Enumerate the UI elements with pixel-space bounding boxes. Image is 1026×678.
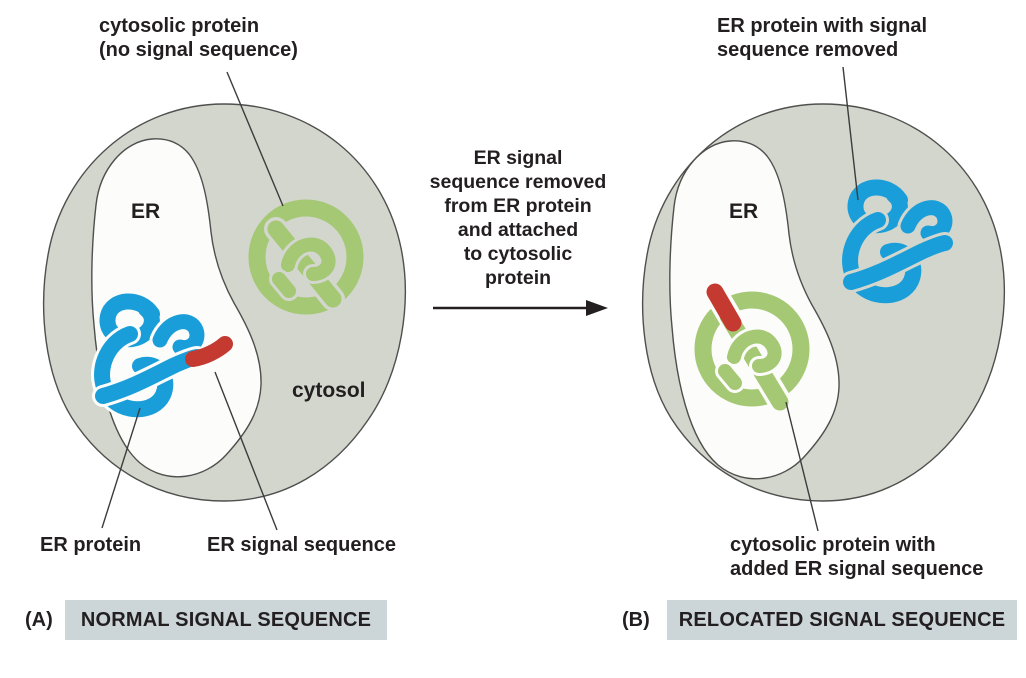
transition-text: ER signal sequence removed from ER prote… (429, 147, 607, 289)
cytosolic-protein-a (248, 199, 364, 315)
panel-b-caption: RELOCATED SIGNAL SEQUENCE (667, 600, 1017, 640)
leader-er-protein-b (842, 66, 859, 201)
er-label-a: ER (131, 200, 161, 223)
leader-cytosolic-protein-b (785, 401, 819, 532)
panel-a-caption-text: NORMAL SIGNAL SEQUENCE (80, 608, 372, 631)
panel-b-id: (B) (622, 609, 650, 631)
leader-er-signal-a (214, 371, 278, 531)
leader-cytosolic-protein-a (226, 71, 284, 207)
panel-a-caption: NORMAL SIGNAL SEQUENCE (65, 600, 387, 640)
annotation-cytosolic-protein-a: cytosolic protein (no signal sequence) (99, 15, 298, 61)
cytosol-label-a: cytosol (292, 379, 366, 402)
er-signal-sequence-b (706, 283, 742, 332)
er-lumen-b (669, 140, 840, 480)
cytosolic-protein-with-signal-b (694, 280, 810, 414)
annotation-er-signal-a: ER signal sequence (207, 534, 396, 556)
panel-b-caption-text: RELOCATED SIGNAL SEQUENCE (678, 608, 1006, 631)
er-label-b: ER (729, 200, 759, 223)
er-signal-sequence-a (185, 336, 233, 367)
transition-arrow (433, 300, 608, 316)
annotation-cytosolic-protein-b: cytosolic protein with added ER signal s… (730, 534, 984, 580)
annotation-er-protein-a: ER protein (40, 534, 142, 556)
leader-er-protein-a (101, 407, 141, 529)
panel-a-id: (A) (25, 609, 53, 631)
annotation-er-protein-b: ER protein with signal sequence removed (717, 15, 928, 61)
